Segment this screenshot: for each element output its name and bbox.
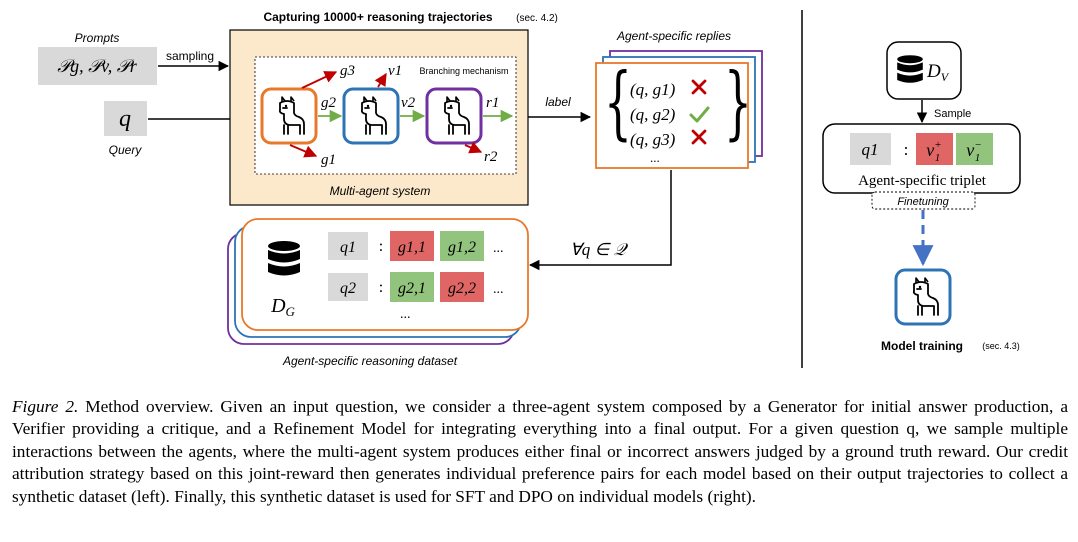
- edge-label-v2: v2: [401, 95, 416, 111]
- edge-label-r1: r1: [486, 95, 499, 111]
- database-icon: [268, 241, 300, 276]
- edge-label-g3: g3: [340, 63, 355, 79]
- sampling-label: sampling: [166, 49, 214, 63]
- multi-agent-label: Multi-agent system: [330, 184, 431, 198]
- finetuning-label: Finetuning: [897, 196, 949, 208]
- reply-item-1: (q, g1): [630, 80, 676, 99]
- capturing-title: Capturing 10000+ reasoning trajectories: [263, 10, 492, 24]
- query-box: [104, 101, 147, 136]
- prompts-box: [38, 47, 157, 85]
- dataset-q1-label: q1: [340, 239, 356, 256]
- edge-label-r2: r2: [484, 149, 498, 165]
- generator-agent-box: [260, 87, 318, 145]
- finetuning-box: [871, 191, 976, 210]
- dv-database-icon: [897, 55, 923, 83]
- prompts-label: Prompts: [75, 31, 120, 45]
- edge-v1-arrow: [374, 72, 387, 88]
- replies-label: Agent-specific replies: [616, 29, 731, 43]
- triplet-colon: :: [904, 140, 909, 159]
- triplet-v-minus: v−1: [966, 139, 981, 164]
- label-text: label: [545, 95, 571, 109]
- edge-label-g2: g2: [321, 95, 337, 111]
- reply-item-2: (q, g2): [630, 105, 676, 124]
- dataset-colon-2: :: [379, 279, 383, 296]
- replies-brace-left: {: [604, 58, 632, 149]
- prompts-math: 𝒫g, 𝒫v, 𝒫r: [57, 56, 138, 76]
- model-training-label: Model training: [881, 339, 963, 353]
- figure-label: Figure 2.: [12, 397, 79, 416]
- sample-label: Sample: [934, 108, 971, 120]
- dataset-cell-g21-label: g2,1: [398, 280, 426, 297]
- replies-brace-right: }: [724, 58, 752, 149]
- triplet-v-plus: v+1: [926, 139, 941, 164]
- reply-ellipsis: ...: [650, 150, 660, 165]
- forall-arrow: [528, 170, 672, 271]
- edge-g1-arrow: [289, 144, 318, 158]
- dataset-cell-g22-label: g2,2: [448, 280, 476, 297]
- dataset-q1-box: [328, 232, 368, 260]
- refiner-agent-box: [425, 87, 483, 145]
- dv-box: [886, 41, 962, 100]
- dataset-colon-1: :: [379, 238, 383, 255]
- figure-caption: Figure 2. Method overview. Given an inpu…: [12, 396, 1068, 508]
- dataset-cell-g21: [390, 272, 434, 302]
- dataset-cell-g12: [440, 231, 484, 261]
- dataset-bottom-ellipsis: ...: [400, 307, 411, 322]
- v-minus-subscript: 1: [975, 152, 981, 164]
- method-diagram: Prompts 𝒫g, 𝒫v, 𝒫r sampling q Query Capt…: [38, 10, 1021, 368]
- dv-subscript: V: [941, 70, 950, 84]
- dataset-q2-label: q2: [340, 280, 356, 297]
- cross-icon: [691, 129, 707, 145]
- edge-label-g1: g1: [321, 152, 336, 168]
- v-plus-superscript: +: [934, 139, 941, 151]
- caption-text: Method overview. Given an input question…: [12, 397, 1068, 506]
- edge-r2-arrow: [464, 141, 483, 154]
- branching-label: Branching mechanism: [419, 66, 508, 76]
- triplet-q-box: [850, 133, 891, 165]
- query-label: Query: [109, 143, 143, 157]
- v-plus-subscript: 1: [935, 152, 941, 164]
- query-math: q: [119, 106, 131, 132]
- check-icon: [689, 106, 710, 123]
- triplet-q-label: q1: [862, 140, 879, 159]
- dataset-row1-ellipsis: ...: [493, 241, 504, 256]
- dataset-q2-box: [328, 273, 368, 301]
- triplet-v-minus-box: [956, 133, 993, 165]
- edge-label-v1: v1: [388, 63, 402, 79]
- dataset-cell-g12-label: g1,2: [448, 239, 476, 256]
- trained-model-box: [894, 268, 952, 326]
- dataset-label: Agent-specific reasoning dataset: [282, 354, 458, 368]
- edge-g3-arrow: [301, 71, 338, 89]
- triplet-label: Agent-specific triplet: [858, 173, 987, 189]
- dataset-cell-g11-label: g1,1: [398, 239, 426, 256]
- v-minus-superscript: −: [974, 139, 981, 151]
- capturing-ref: (sec. 4.2): [516, 13, 558, 24]
- reply-item-3: (q, g3): [630, 130, 676, 149]
- verifier-agent-box: [342, 87, 400, 145]
- forall-label: ∀q ∈ 𝒬: [570, 240, 628, 259]
- cross-icon: [691, 79, 707, 95]
- replies-card-front-orange: [595, 62, 749, 169]
- model-training-ref: (sec. 4.3): [982, 341, 1020, 351]
- dataset-row2-ellipsis: ...: [493, 282, 504, 297]
- triplet-v-plus-box: [916, 133, 953, 165]
- dataset-db-subscript: G: [286, 304, 296, 319]
- dataset-cell-g11: [390, 231, 434, 261]
- dataset-cell-g22: [440, 272, 484, 302]
